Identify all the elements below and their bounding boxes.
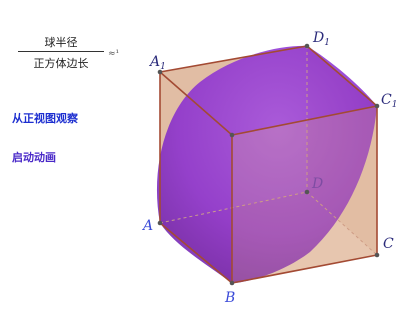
edge-b1-c1 xyxy=(231,105,378,136)
label-a1: A1 xyxy=(148,54,166,72)
label-b: B xyxy=(224,290,235,306)
vertex-d1[interactable] xyxy=(304,43,310,49)
hidden-edge-a-d xyxy=(159,191,308,224)
front-view-button[interactable]: 从正视图观察 xyxy=(12,112,78,125)
label-d1: D1 xyxy=(312,30,330,48)
ratio-numerator: 球半径 xyxy=(44,36,78,49)
ratio-denominator: 正方体边长 xyxy=(33,57,89,70)
label-c: C xyxy=(383,236,394,252)
label-c1: C1 xyxy=(381,92,397,110)
edge-d1-c1 xyxy=(306,45,378,107)
edge-a1-b1 xyxy=(159,71,233,136)
label-d: D xyxy=(311,176,323,192)
visible-edges xyxy=(159,45,378,284)
vertex-c[interactable] xyxy=(374,252,380,258)
edge-b-c xyxy=(231,254,378,284)
vertex-b[interactable] xyxy=(229,280,235,286)
edge-a1-d1 xyxy=(159,45,308,73)
vertex-c1[interactable] xyxy=(374,103,380,109)
start-animation-button[interactable]: 启动动画 xyxy=(12,151,56,164)
vertices xyxy=(157,43,380,286)
ratio-display: 球半径 正方体边长 ≈¹ xyxy=(10,34,130,82)
vertex-a[interactable] xyxy=(157,220,163,226)
label-a: A xyxy=(141,218,153,234)
vertex-b1[interactable] xyxy=(229,132,235,138)
fraction-bar xyxy=(18,51,104,52)
sphere-octant xyxy=(156,45,377,284)
edge-a-b xyxy=(159,222,233,284)
vertex-d[interactable] xyxy=(304,189,310,195)
vertex-a1[interactable] xyxy=(157,69,163,75)
ratio-value: ≈¹ xyxy=(108,49,120,59)
hidden-edge-d-c xyxy=(306,191,378,256)
cube-face-front xyxy=(232,106,377,283)
